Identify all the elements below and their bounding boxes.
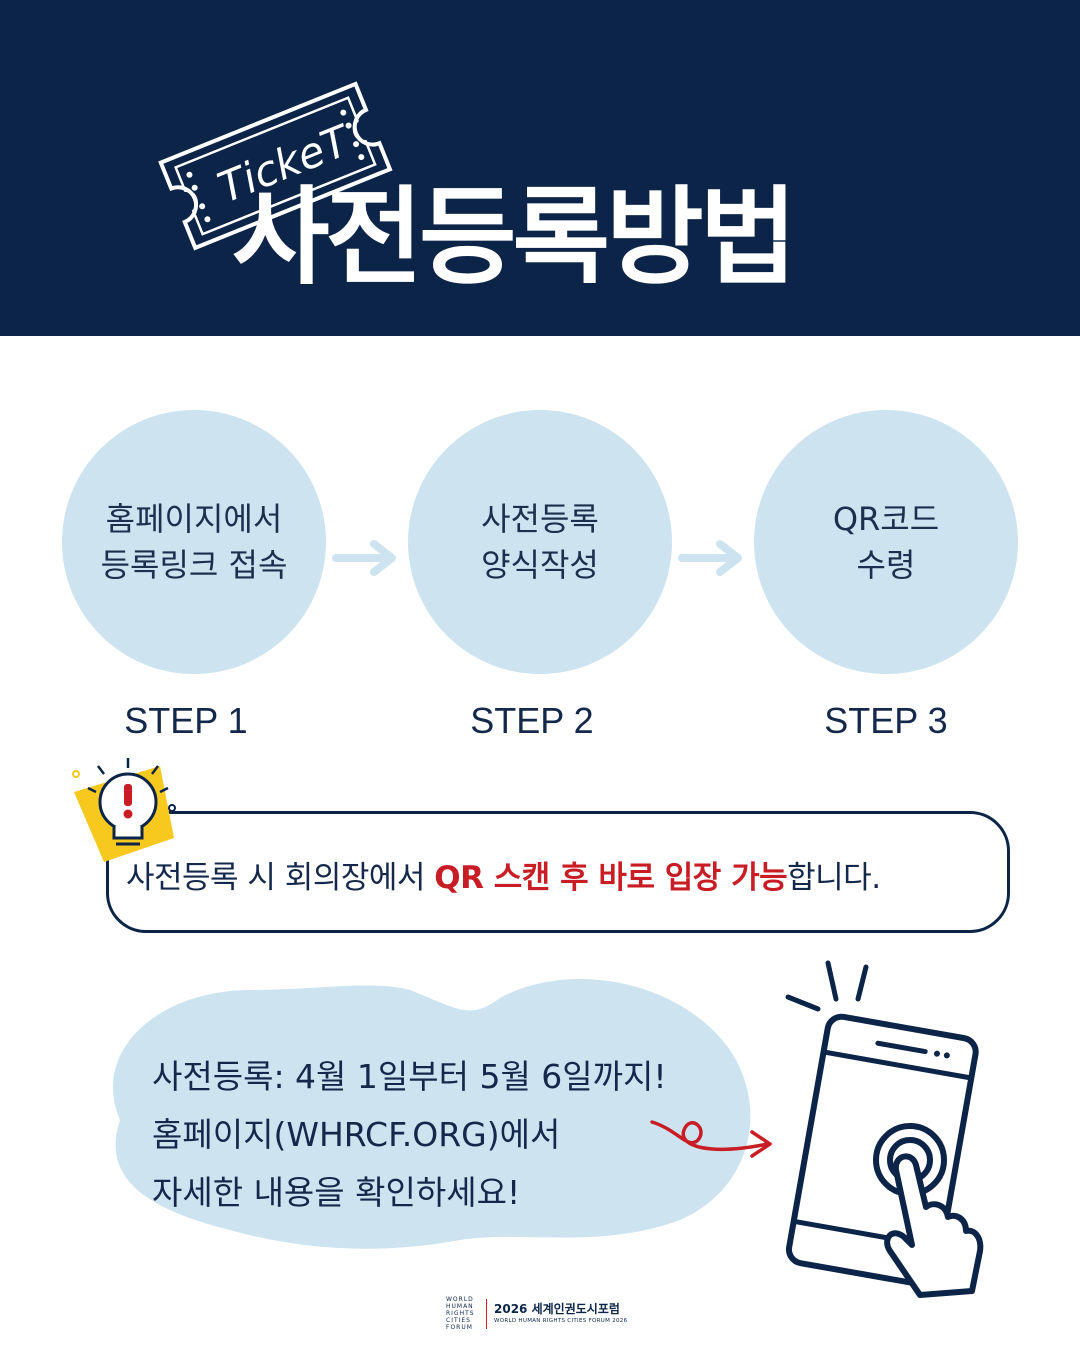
logo-wordmark: WORLD HUMAN RIGHTS CITIES FORUM [446,1296,475,1331]
info-line-2: 홈페이지(WHRCF.ORG)에서 [152,1115,561,1154]
step-1-circle: 홈페이지에서 등록링크 접속 [62,410,326,674]
info-line-3: 자세한 내용을 확인하세요! [152,1173,521,1212]
step-3-circle: QR코드 수령 [754,410,1018,674]
logo-subtitle: WORLD HUMAN RIGHTS CITIES FORUM 2026 [494,1318,628,1324]
step-3-label: STEP 3 [824,700,948,741]
notice-text: 사전등록 시 회의장에서 QR 스캔 후 바로 입장 가능합니다. [126,852,1006,897]
info-text-block: 사전등록: 4월 1일부터 5월 6일까지! 홈페이지(WHRCF.ORG)에서… [152,1048,752,1222]
step-1-label: STEP 1 [124,700,248,741]
notice-suffix: 합니다. [787,860,881,896]
step-1-text: 홈페이지에서 등록링크 접속 [100,500,288,584]
notice-highlight: QR 스캔 후 바로 입장 가능 [434,860,788,896]
lightbulb-alert-icon [72,758,176,862]
logo-title: 2026 세계인권도시포럼 [494,1302,620,1316]
step-2-circle: 사전등록 양식작성 [408,410,672,674]
arrow-right-icon [332,540,396,576]
red-curly-arrow-icon [650,1120,772,1158]
arrow-right-icon [678,540,742,576]
page-title: 사전등록방법 [232,176,797,299]
notice-prefix: 사전등록 시 회의장에서 [126,860,435,896]
footer-logo: WORLD HUMAN RIGHTS CITIES FORUM 2026 세계인… [446,1296,646,1332]
info-cloud-shape [112,979,751,1249]
info-line-1: 사전등록: 4월 1일부터 5월 6일까지! [152,1057,667,1096]
logo-divider [486,1299,487,1329]
ticket-icon: TickeT [158,81,393,251]
header-banner: TickeT 사전등록방법 [0,0,1080,336]
step-2-text: 사전등록 양식작성 [481,500,599,584]
smartphone-tap-icon [785,960,984,1298]
notice-box [106,811,1010,933]
step-3-text: QR코드 수령 [832,500,940,584]
step-2-label: STEP 2 [470,700,594,741]
